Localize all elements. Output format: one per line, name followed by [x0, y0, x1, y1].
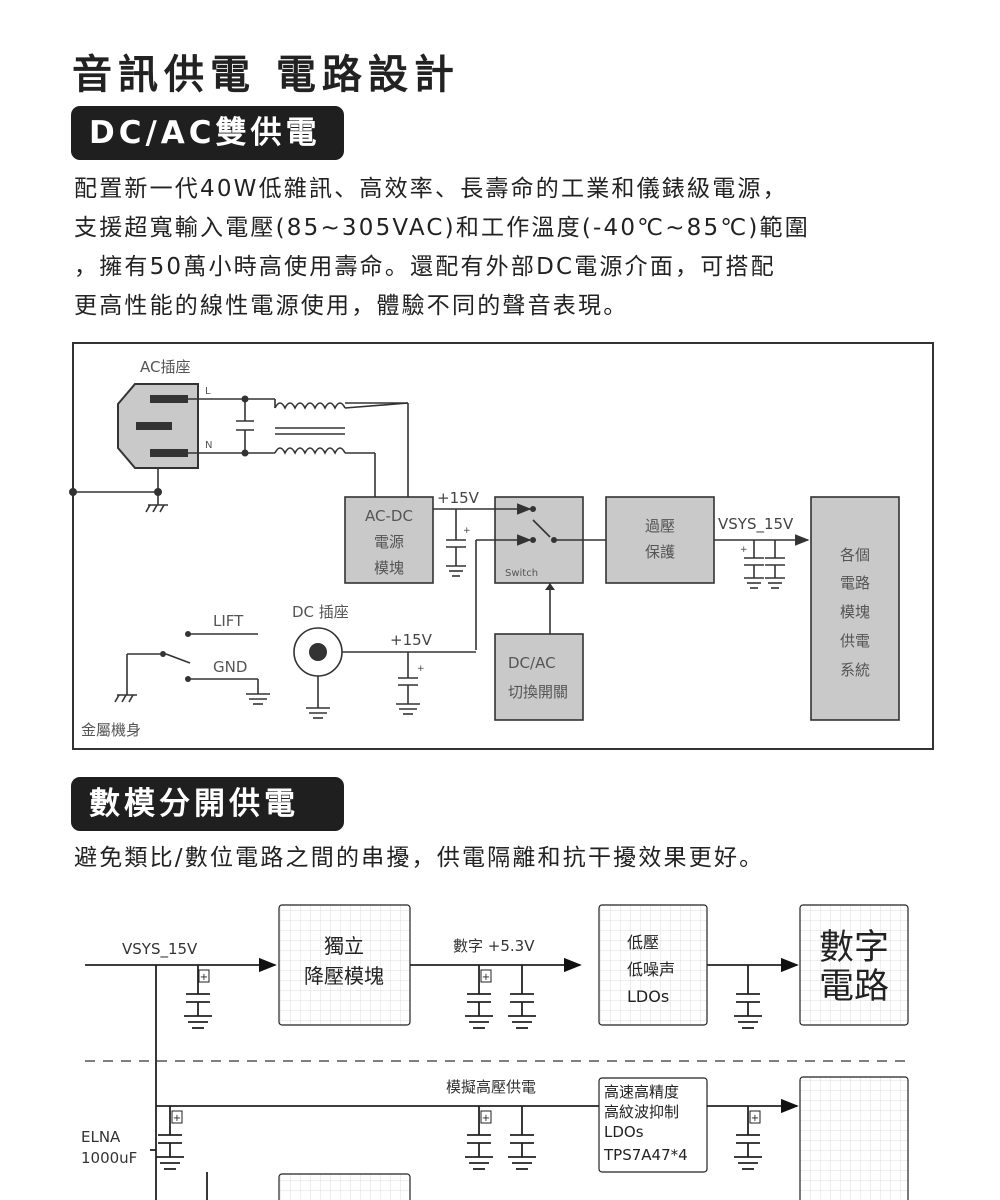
v15-top-label: +15V	[437, 489, 480, 507]
digital-rail-label: 數字 +5.3V	[453, 937, 535, 955]
elna-label: ELNA	[81, 1128, 121, 1146]
plus-sign: +	[200, 972, 208, 983]
ovp-label: 保護	[645, 543, 675, 561]
chassis-label: 金屬機身	[81, 721, 141, 739]
para-line: 支援超寬輸入電壓(85~305VAC)和工作溫度(-40℃~85℃)範圍	[74, 215, 810, 241]
plus-sign: +	[463, 526, 471, 536]
modules-label: 供電	[840, 632, 870, 650]
ldo-label: LDOs	[627, 987, 669, 1006]
switch-contact	[530, 506, 536, 512]
acdc-module	[344, 496, 434, 584]
analog-circuit-block	[799, 1076, 909, 1200]
dc-socket-label: DC 插座	[292, 603, 349, 621]
bottom-module	[278, 1173, 411, 1200]
node-dot	[69, 488, 77, 496]
digital-circuit-label: 數字	[819, 928, 889, 968]
plus-box	[480, 1110, 492, 1124]
hp-ldo-label: TPS7A47*4	[603, 1146, 688, 1164]
digital-circuit-label: 電路	[819, 967, 889, 1007]
line-l-label: L	[205, 386, 211, 397]
gnd-label: GND	[213, 658, 247, 676]
plus-box	[480, 969, 492, 983]
plus-box	[198, 969, 210, 983]
buck-label: 降壓模塊	[304, 964, 384, 988]
node-dot	[241, 449, 249, 457]
analog-rail-label: 模擬高壓供電	[446, 1078, 536, 1096]
plus-sign: +	[173, 1113, 181, 1124]
plus-sign: +	[482, 972, 490, 983]
switch-contact	[185, 631, 191, 637]
section1-paragraph: 配置新一代40W低雜訊、高效率、長壽命的工業和儀錶級電源， 支援超寬輸入電壓(8…	[74, 170, 934, 326]
plus-sign: +	[751, 1113, 759, 1124]
hp-ldo-label: 高紋波抑制	[604, 1103, 679, 1121]
elna-label: 1000uF	[81, 1149, 137, 1167]
modules-label: 各個	[840, 546, 870, 564]
switch-contact	[530, 537, 536, 543]
v15-mid-label: +15V	[390, 631, 433, 649]
section-heading-dc-ac: DC/AC雙供電	[71, 106, 344, 160]
ac-socket-label: AC插座	[140, 358, 190, 376]
plus-sign: +	[482, 1113, 490, 1124]
modules-label: 系統	[840, 661, 870, 679]
ldo-label: 低噪声	[627, 960, 675, 979]
para-line: 配置新一代40W低雜訊、高效率、長壽命的工業和儀錶級電源，	[74, 176, 788, 202]
plus-box	[749, 1110, 761, 1124]
vsys-label: VSYS_15V	[718, 515, 794, 534]
digital-circuit-block	[799, 904, 909, 1026]
switch-contact	[160, 651, 166, 657]
switch-label: Switch	[505, 568, 538, 579]
lift-label: LIFT	[213, 612, 244, 630]
dc-socket-pin	[309, 643, 327, 661]
hp-ldo-label: LDOs	[604, 1123, 644, 1141]
node-dot	[241, 395, 249, 403]
node-dot	[154, 488, 162, 496]
hp-ldo-block	[598, 1077, 708, 1173]
dc-ac-switch-block	[494, 633, 584, 721]
acdc-label: 模塊	[374, 559, 404, 577]
ac-pin	[150, 449, 188, 457]
para-line: 更高性能的線性電源使用，體驗不同的聲音表現。	[74, 293, 629, 319]
acdc-label: AC-DC	[365, 507, 413, 525]
para-line: ，擁有50萬小時高使用壽命。還配有外部DC電源介面，可搭配	[74, 254, 776, 280]
hp-ldo-label: 高速高精度	[604, 1083, 679, 1101]
vsys-label: VSYS_15V	[122, 940, 198, 959]
modules-label: 電路	[840, 574, 870, 592]
power-supply-diagram: AC插座 L N AC-DC 電源 模塊 +15V	[69, 342, 934, 750]
section2-paragraph: 避免類比/數位電路之間的串擾，供電隔離和抗干擾效果更好。	[74, 845, 765, 871]
ac-pin	[150, 395, 188, 403]
dcac-label: 切換開關	[508, 683, 568, 701]
acdc-label: 電源	[374, 533, 404, 551]
circuit-modules-block	[810, 496, 900, 721]
digital-analog-diagram: VSYS_15V + 獨立 降壓模塊 數字 +5.3V + 低壓	[81, 904, 910, 1200]
plus-sign: +	[417, 664, 425, 674]
up-arrow	[545, 583, 555, 590]
plus-sign: +	[740, 545, 748, 555]
overvoltage-protection-block	[605, 496, 715, 584]
buck-label: 獨立	[324, 934, 364, 958]
ovp-label: 過壓	[645, 517, 675, 535]
switch-contact	[185, 676, 191, 682]
modules-label: 模塊	[840, 603, 870, 621]
plus-box	[171, 1110, 183, 1124]
ldo-label: 低壓	[627, 933, 659, 952]
line-n-label: N	[205, 440, 212, 451]
section-heading-digital-analog: 數模分開供電	[71, 777, 344, 831]
dcac-label: DC/AC	[508, 654, 556, 672]
ac-pin	[136, 422, 172, 430]
switch-contact	[551, 537, 557, 543]
page-title: 音訊供電 電路設計	[72, 52, 460, 98]
